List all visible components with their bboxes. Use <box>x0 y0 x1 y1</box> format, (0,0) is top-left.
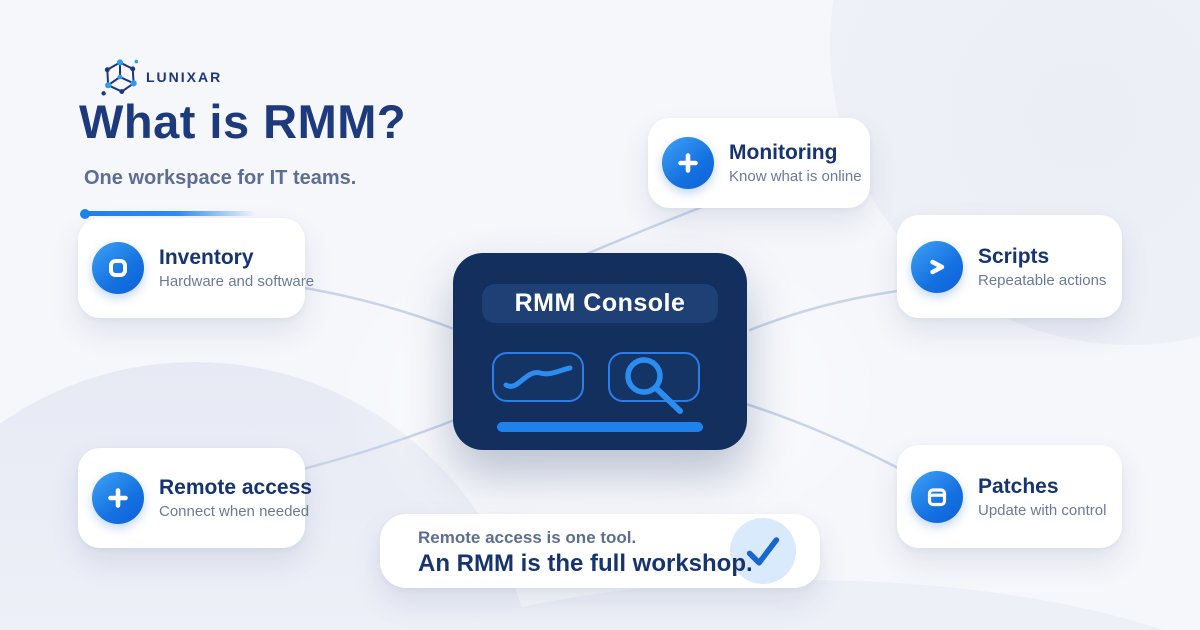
footer-banner: Remote access is one tool. An RMM is the… <box>380 514 820 588</box>
card-title-inventory: Inventory <box>159 246 254 269</box>
console-progress-bar <box>497 422 703 432</box>
brand-name: LUNIXAR <box>146 69 223 85</box>
connector-remote-access <box>301 415 464 471</box>
banner-line1: Remote access is one tool. <box>418 528 637 547</box>
card-inventory: Inventory Hardware and software <box>78 218 314 318</box>
card-remote-access: Remote access Connect when needed <box>78 448 312 548</box>
page-subtitle: One workspace for IT teams. <box>84 167 357 189</box>
connector-inventory <box>303 286 464 334</box>
search-tile <box>608 352 700 414</box>
rmm-console-card: RMM Console <box>453 253 747 450</box>
plus-icon <box>92 472 144 524</box>
window-icon <box>911 470 963 523</box>
connector-scripts <box>748 289 900 332</box>
plus-icon <box>662 137 714 189</box>
card-subtitle-inventory: Hardware and software <box>159 273 315 290</box>
hex-network-icon <box>101 59 139 96</box>
card-subtitle-remote-access: Connect when needed <box>159 503 310 520</box>
card-title-remote-access: Remote access <box>159 476 312 499</box>
banner-line2: An RMM is the full workshop. <box>418 550 753 577</box>
card-scripts: Scripts Repeatable actions <box>897 215 1122 318</box>
brand-logo: LUNIXAR <box>100 57 222 97</box>
magnifier-icon <box>625 357 683 414</box>
line-chart-icon <box>503 365 573 389</box>
card-patches: Patches Update with control <box>897 445 1122 548</box>
rounded-square-icon <box>92 242 144 294</box>
card-monitoring: Monitoring Know what is online <box>648 118 870 208</box>
line-chart-tile <box>492 352 584 402</box>
card-subtitle-monitoring: Know what is online <box>729 168 862 185</box>
greater-than-icon <box>911 240 963 293</box>
card-title-patches: Patches <box>978 474 1059 498</box>
inventory-accent-line <box>80 209 256 219</box>
card-subtitle-scripts: Repeatable actions <box>978 271 1107 289</box>
card-subtitle-patches: Update with control <box>978 501 1107 519</box>
card-title-scripts: Scripts <box>978 244 1050 268</box>
card-title-monitoring: Monitoring <box>729 141 838 164</box>
checkmark-icon <box>730 518 796 584</box>
connector-patches <box>744 402 900 470</box>
console-title: RMM Console <box>482 284 718 323</box>
page-title: What is RMM? <box>79 95 407 148</box>
